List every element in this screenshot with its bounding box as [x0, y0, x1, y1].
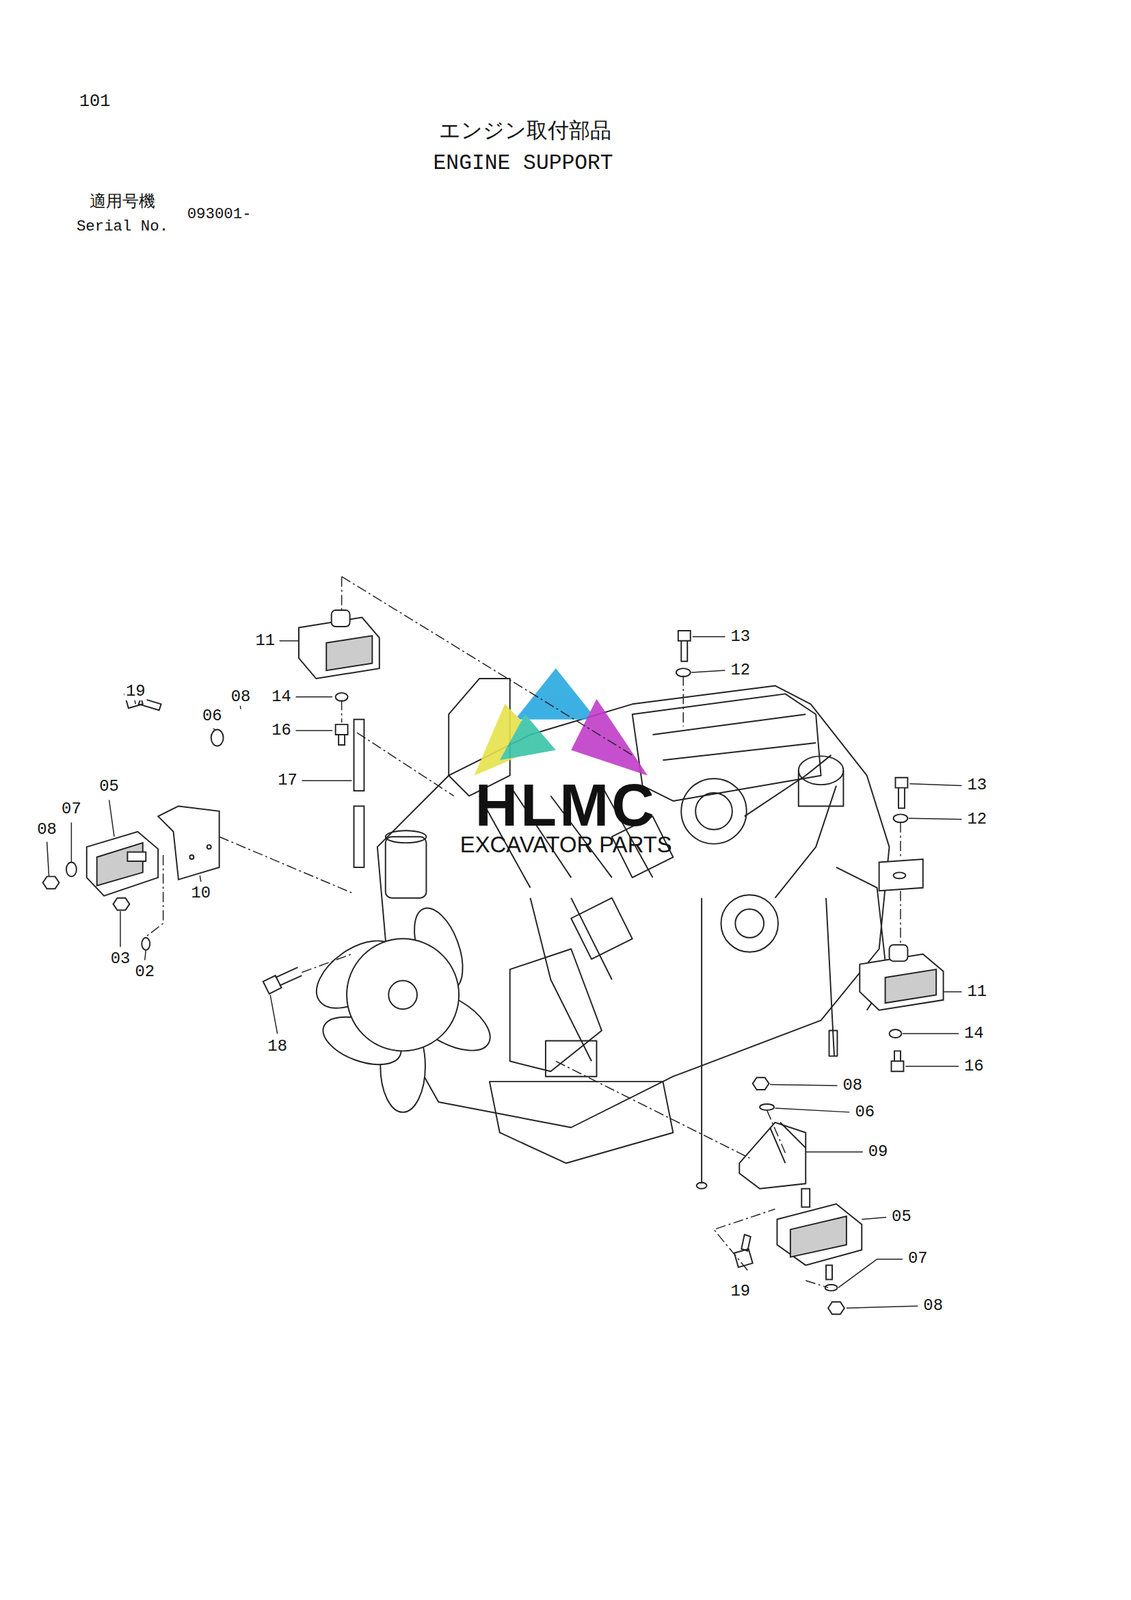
serial-number: 093001- — [187, 205, 252, 223]
leader-line — [47, 636, 963, 1308]
serial-heading: 適用号機 — [89, 192, 156, 210]
page-number: 101 — [79, 92, 111, 112]
callout-number: 11 — [965, 982, 989, 1001]
callout-number: 14 — [270, 687, 293, 706]
callout-number: 14 — [962, 1024, 986, 1043]
assembly-line — [145, 576, 901, 1288]
callout-number: 12 — [965, 809, 989, 828]
callout-number: 10 — [189, 884, 212, 902]
callout-number: 08 — [229, 687, 253, 706]
subtitle: ENGINE SUPPORT — [433, 151, 614, 175]
title: エンジン取付部品 — [438, 118, 612, 143]
mount-parts — [43, 609, 944, 1314]
serial-heading: Serial No. — [76, 218, 169, 236]
watermark: HLMC — [475, 773, 658, 839]
callout-number: 13 — [728, 627, 752, 646]
callout-number: 07 — [60, 800, 83, 818]
callout-number: 06 — [201, 707, 224, 725]
callout-number: 08 — [921, 1296, 945, 1315]
callout-number: 19 — [124, 682, 148, 701]
callout-number: 07 — [906, 1249, 930, 1268]
callout-number: 11 — [253, 631, 277, 649]
callout-number: 03 — [109, 949, 132, 968]
callout-number: 16 — [270, 721, 293, 740]
watermark: EXCAVATOR PARTS — [460, 832, 673, 857]
callout-number: 18 — [265, 1037, 289, 1056]
callout-number: 05 — [890, 1207, 913, 1226]
callout-number: 09 — [867, 1142, 890, 1161]
callout-number: 08 — [35, 819, 59, 838]
callout-number: 05 — [97, 777, 121, 796]
callout-number: 13 — [965, 776, 989, 794]
logo-mark — [474, 668, 649, 776]
callout-number: 08 — [841, 1076, 865, 1095]
callout-number: 06 — [853, 1102, 876, 1121]
callout-number: 12 — [728, 661, 752, 680]
cooling-fan — [304, 901, 500, 1112]
callout-number: 19 — [728, 1282, 752, 1300]
engine-body — [377, 678, 890, 1189]
callout-number: 16 — [962, 1056, 986, 1075]
callout-number: 17 — [276, 771, 299, 790]
callout-number: 02 — [133, 962, 156, 981]
